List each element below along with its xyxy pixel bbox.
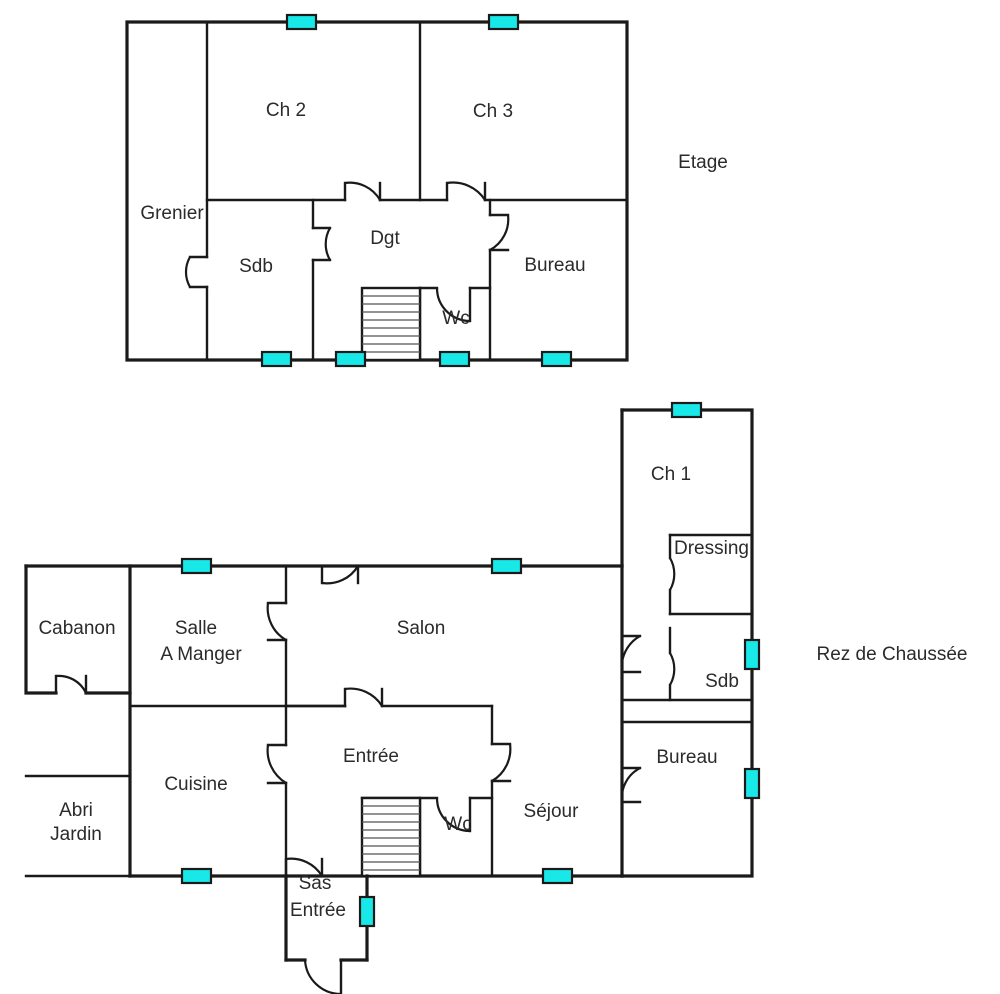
window-marker — [260, 350, 293, 368]
window-marker — [438, 350, 471, 368]
room-label-ch2: Ch 2 — [266, 100, 306, 121]
etage-windows — [260, 13, 573, 368]
room-label-wc: Wc — [442, 308, 469, 329]
room-label-dgt: Dgt — [370, 228, 400, 249]
room-label-sdb: Sdb — [239, 256, 273, 277]
floor-label-rez-de-chaussee: Rez de Chaussée — [816, 644, 967, 665]
window-marker — [180, 867, 213, 885]
room-label-ch3: Ch 3 — [473, 101, 513, 122]
room-label-sas-entree: Entrée — [290, 900, 346, 921]
rdc-staircase — [360, 796, 422, 878]
window-marker — [743, 638, 761, 671]
rdc-windows — [180, 401, 761, 928]
room-label-sdb-rdc: Sdb — [705, 671, 739, 692]
rdc-cabanon — [24, 564, 132, 695]
etage-room-labels: Grenier Ch 2 Ch 3 Sdb Dgt Wc Bureau — [140, 100, 585, 329]
room-label-a-manger: A Manger — [160, 644, 242, 665]
room-label-ch1: Ch 1 — [651, 464, 691, 485]
window-marker — [334, 350, 367, 368]
room-label-entree: Entrée — [343, 746, 399, 767]
window-marker — [487, 13, 520, 31]
rdc-abri-jardin — [24, 774, 132, 878]
room-label-cabanon: Cabanon — [38, 618, 115, 639]
room-label-salon: Salon — [397, 618, 446, 639]
room-label-bureau: Bureau — [524, 255, 585, 276]
rdc-right-wing-interior — [620, 533, 754, 878]
room-label-cuisine: Cuisine — [164, 774, 227, 795]
room-label-sejour: Séjour — [524, 801, 580, 822]
room-label-wc-rdc: Wc — [444, 814, 471, 835]
etage-staircase — [360, 286, 422, 362]
room-label-abri: Abri — [59, 800, 93, 821]
window-marker — [743, 767, 761, 800]
room-label-salle: Salle — [175, 618, 217, 639]
window-marker — [285, 13, 318, 31]
window-marker — [540, 350, 573, 368]
window-marker — [180, 557, 213, 575]
rdc-outer-walls — [24, 564, 624, 878]
room-label-jardin: Jardin — [50, 824, 102, 845]
window-marker — [358, 895, 376, 928]
etage-interior-walls — [184, 20, 629, 362]
window-marker — [490, 557, 523, 575]
window-marker — [670, 401, 703, 419]
room-label-grenier: Grenier — [140, 203, 204, 224]
window-marker — [541, 867, 574, 885]
room-label-bureau-rdc: Bureau — [656, 747, 717, 768]
floor-etage: Grenier Ch 2 Ch 3 Sdb Dgt Wc Bureau Etag… — [125, 13, 728, 368]
floor-rez-de-chaussee: Cabanon Abri Jardin Salle A Manger Salon… — [24, 401, 968, 994]
room-label-dressing: Dressing — [674, 538, 749, 559]
etage-outer-walls — [125, 20, 629, 362]
floor-label-etage: Etage — [678, 152, 728, 173]
rdc-room-labels: Cabanon Abri Jardin Salle A Manger Salon… — [38, 464, 749, 921]
room-label-sas: Sas — [299, 873, 332, 894]
